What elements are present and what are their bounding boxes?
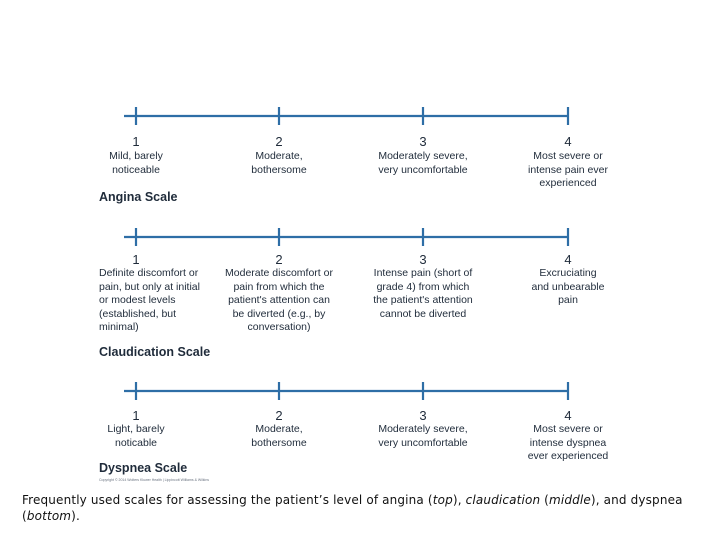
angina-level-2-number: 2	[275, 134, 283, 149]
claudication-level-4-description: Excruciating and unbearable pain	[531, 267, 605, 307]
angina-level-4-description: Most severe or intense pain ever experie…	[528, 150, 608, 190]
angina-level-1-number: 1	[132, 134, 140, 149]
dyspnea-level-4-description: Most severe or intense dyspnea ever expe…	[527, 423, 609, 463]
claudication-level-3-number: 3	[419, 252, 427, 267]
claudication-level-2-number: 2	[275, 252, 283, 267]
dyspnea-level-4-number: 4	[564, 408, 572, 423]
claudication-level-4-number: 4	[564, 252, 572, 267]
caption-middle: middle	[549, 493, 591, 507]
claudication-scale-title: Claudication Scale	[99, 345, 211, 359]
claudication-scale-axis	[124, 228, 570, 246]
dyspnea-level-2-number: 2	[275, 408, 283, 423]
caption-text-1: Frequently used scales for assessing the…	[22, 493, 433, 507]
dyspnea-level-3-number: 3	[419, 408, 427, 423]
caption-text-4: ), and dyspnea (	[22, 493, 683, 523]
angina-level-3-number: 3	[419, 134, 427, 149]
caption-top: top	[432, 493, 453, 507]
caption-claudication: claudication	[465, 493, 541, 507]
dyspnea-level-1-description: Light, barely noticable	[107, 423, 165, 449]
caption-text-5: ).	[71, 509, 80, 523]
copyright-notice: Copyright © 2014 Wolters Kluwer Health |…	[99, 478, 210, 482]
claudication-level-1-number: 1	[132, 252, 140, 267]
caption-bottom: bottom	[26, 509, 72, 523]
dyspnea-scale-axis	[124, 382, 570, 400]
dyspnea-scale-title: Dyspnea Scale	[99, 461, 188, 475]
caption-text-3: (	[540, 493, 550, 507]
angina-level-2-description: Moderate, bothersome	[251, 150, 307, 176]
angina-level-3-description: Moderately severe, very uncomfortable	[378, 150, 468, 176]
dyspnea-level-1-number: 1	[132, 408, 140, 423]
figure-caption: Frequently used scales for assessing the…	[22, 492, 702, 524]
angina-scale-title: Angina Scale	[99, 190, 178, 204]
angina-level-4-number: 4	[564, 134, 572, 149]
claudication-level-1-description: Definite discomfort or pain, but only at…	[99, 267, 200, 334]
angina-level-1-description: Mild, barely noticeable	[109, 150, 163, 176]
dyspnea-level-2-description: Moderate, bothersome	[251, 423, 307, 449]
caption-text-2: ),	[452, 493, 466, 507]
angina-scale-axis	[124, 107, 570, 125]
dyspnea-level-3-description: Moderately severe, very uncomfortable	[378, 423, 468, 449]
claudication-level-3-description: Intense pain (short of grade 4) from whi…	[373, 267, 473, 320]
claudication-level-2-description: Moderate discomfort or pain from which t…	[225, 267, 333, 334]
